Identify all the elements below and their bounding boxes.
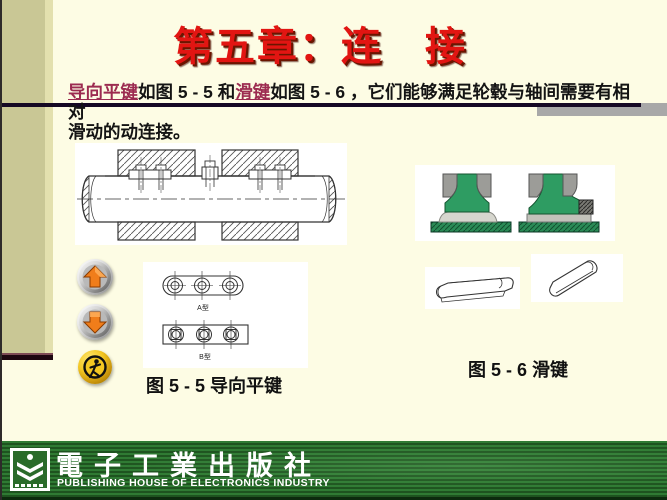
body-text-segment: 如图 5 - 5 和 [138, 82, 236, 102]
figure-5-5-assembly-drawing [75, 143, 347, 245]
type-b-label: B型 [199, 352, 211, 361]
keyword-link-sliding-key[interactable]: 滑键 [235, 82, 271, 102]
figure-5-5-caption: 图 5 - 5 导向平键 [145, 376, 283, 396]
body-text-segment: 滑动的动连接。 [68, 122, 191, 142]
down-arrow-icon [81, 308, 109, 336]
next-slide-button[interactable] [77, 304, 113, 340]
sliding-key-3d-sketch-right [531, 254, 623, 302]
sidebar-highlight-strip [45, 0, 53, 353]
figure-5-6-caption: 图 5 - 6 滑键 [467, 360, 569, 380]
up-arrow-icon [81, 263, 109, 291]
previous-slide-button[interactable] [77, 259, 113, 295]
publisher-logo [10, 448, 50, 491]
publisher-banner: 電子工業出版社 PUBLISHING HOUSE OF ELECTRONICS … [0, 441, 667, 500]
body-text-segment: 如图 5 - 6 ，它们能够满足轮毂与轴间需要有相对 [68, 82, 630, 122]
body-paragraph: 导向平键如图 5 - 5 和滑键如图 5 - 6 ，它们能够满足轮毂与轴间需要有… [68, 82, 646, 142]
figure-5-5-key-top-views: A型 B型 [143, 262, 308, 368]
publisher-name-english: PUBLISHING HOUSE OF ELECTRONICS INDUSTRY [57, 477, 330, 489]
figure-5-6-section-drawing [415, 165, 615, 241]
publisher-name-chinese: 電子工業出版社 [56, 451, 322, 481]
exit-slideshow-button[interactable] [78, 350, 112, 384]
underline-rule [0, 103, 641, 107]
keyword-link-guide-flat-key[interactable]: 导向平键 [68, 82, 138, 102]
sidebar-end-bar [0, 353, 53, 360]
window-left-edge [0, 0, 2, 500]
type-a-label: A型 [197, 303, 209, 312]
sidebar-decoration [0, 0, 45, 353]
slide-title: 第五章：连 接 [173, 25, 467, 69]
sliding-key-3d-sketch-left [425, 267, 520, 309]
walking-man-icon [80, 352, 110, 382]
